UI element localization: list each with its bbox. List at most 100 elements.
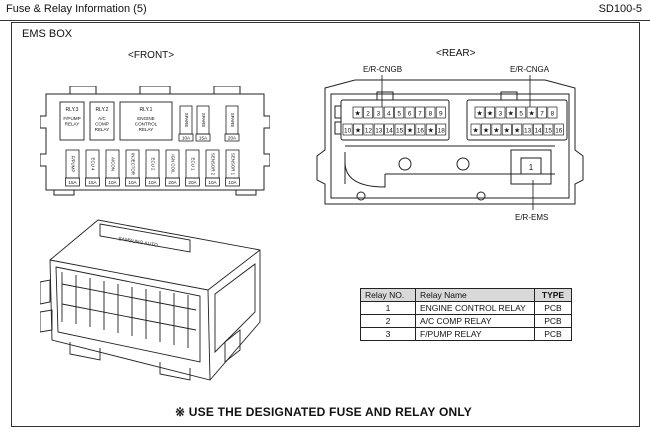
pin-label: ★ xyxy=(407,126,413,134)
connector-ems-label: E/R-EMS xyxy=(515,213,548,222)
pin: ★ xyxy=(352,106,363,119)
pin: 8 xyxy=(547,106,558,119)
pin: ★ xyxy=(512,123,523,136)
pin: 15 xyxy=(543,123,554,136)
relay-id: RLY.3 xyxy=(66,107,79,113)
pin: 16 xyxy=(415,123,426,136)
relay-no: 2 xyxy=(360,314,416,328)
diagram-frame xyxy=(11,22,640,427)
pin: ★ xyxy=(474,106,485,119)
pin: 10 xyxy=(342,123,353,136)
fuse-rating: 20A xyxy=(228,136,237,141)
pin-label: 7 xyxy=(540,110,544,117)
pin: 15 xyxy=(394,123,405,136)
pin: ★ xyxy=(491,123,502,136)
pin-label: 13 xyxy=(375,127,383,134)
pin: 3 xyxy=(495,106,506,119)
fuse-rating: 20A xyxy=(188,180,197,185)
table-row: 1 ENGINE CONTROL RELAY PCB xyxy=(360,301,572,315)
col-relay-no: Relay NO. xyxy=(360,288,416,302)
fuse-ecu-1: ECU 1 20A xyxy=(185,149,200,187)
relay-type: PCB xyxy=(534,301,572,315)
fuse-spare: SPARE 15A xyxy=(195,105,211,142)
box-perspective-illustration: SAMSUNG AUTO xyxy=(40,219,261,381)
pin: 8 xyxy=(425,106,436,119)
relay-name-line: RELAY xyxy=(65,122,80,127)
pin: 4 xyxy=(383,106,394,119)
fuse-name: INJECTOR xyxy=(130,153,135,175)
pin-label: 6 xyxy=(408,110,412,117)
ems-pin: 1 xyxy=(529,163,534,172)
relay-name-line: F/PUMP xyxy=(63,116,80,121)
relay-name: A/C COMP RELAY xyxy=(415,314,535,328)
fuse-rating: 10A xyxy=(128,180,137,185)
fuse-name: SENSOR 1 xyxy=(230,153,235,176)
fuse-name: ECU 1 xyxy=(190,158,195,171)
fuse-name: SPARE xyxy=(230,113,235,128)
fuse-rating: 15A xyxy=(199,136,208,141)
relay-name-line: COMP xyxy=(95,122,109,127)
pin-label: 16 xyxy=(555,127,563,134)
pin-label: 4 xyxy=(387,110,391,117)
relay-group: RLY.3F/PUMPRELAYRLY.2A/CCOMPRELAYRLY.1EN… xyxy=(59,101,173,141)
connector-a-label: E/R-CNGA xyxy=(510,65,550,74)
relay-name-line: ENGINE xyxy=(137,116,155,121)
relay-type: PCB xyxy=(534,314,572,328)
pin-label: 14 xyxy=(534,127,542,134)
pin-label: 9 xyxy=(439,110,443,117)
pin: ★ xyxy=(501,123,512,136)
header-bar: Fuse & Relay Information (5) SD100-5 xyxy=(0,0,650,21)
fuse-name: SPARE xyxy=(201,113,206,128)
pin: ★ xyxy=(405,123,415,136)
pin-label: 8 xyxy=(429,110,433,117)
pin-label: 12 xyxy=(365,127,373,134)
fuse-rating: 10A xyxy=(108,180,117,185)
pin-label: ★ xyxy=(528,109,534,117)
pin: ★ xyxy=(481,123,491,136)
pin: 5 xyxy=(394,106,405,119)
pin: 14 xyxy=(384,123,395,136)
pin: ★ xyxy=(485,106,495,119)
rear-label: <REAR> xyxy=(436,48,476,59)
fuse-name: ECU 4 xyxy=(90,158,95,171)
relay-id: RLY.2 xyxy=(96,107,109,113)
relay-name-line: RELAY xyxy=(95,127,110,132)
fuse-rating: 15A xyxy=(88,180,97,185)
pin: 9 xyxy=(435,106,446,119)
relay-table: Relay NO. Relay Name TYPE 1 ENGINE CONTR… xyxy=(360,288,572,341)
pin-label: 5 xyxy=(397,110,401,117)
pin-label: 18 xyxy=(438,127,446,134)
pin-label: 13 xyxy=(524,127,532,134)
pin: 2 xyxy=(363,106,373,119)
pin-label: 3 xyxy=(377,110,381,117)
pin-label: 15 xyxy=(545,127,553,134)
fuse-name: F/PUMP xyxy=(70,156,75,173)
relay-id: RLY.1 xyxy=(140,107,153,113)
pin-label: 10 xyxy=(344,127,352,134)
pin-label: ★ xyxy=(504,126,510,134)
pin-label: 15 xyxy=(396,127,404,134)
pin: 13 xyxy=(373,123,384,136)
relay-name: ENGINE CONTROL RELAY xyxy=(415,301,535,315)
pin: 6 xyxy=(404,106,415,119)
pin-label: ★ xyxy=(472,126,478,134)
col-type: TYPE xyxy=(534,288,572,302)
pin: 14 xyxy=(533,123,543,136)
relay-name-line: A/C xyxy=(98,116,106,121)
svg-text:SAMSUNG AUTO: SAMSUNG AUTO xyxy=(118,236,159,249)
pin: ★ xyxy=(526,106,537,119)
pin-label: 14 xyxy=(386,127,394,134)
pin-label: 2 xyxy=(366,110,370,117)
front-view: RLY.3F/PUMPRELAYRLY.2A/CCOMPRELAYRLY.1EN… xyxy=(40,86,270,196)
